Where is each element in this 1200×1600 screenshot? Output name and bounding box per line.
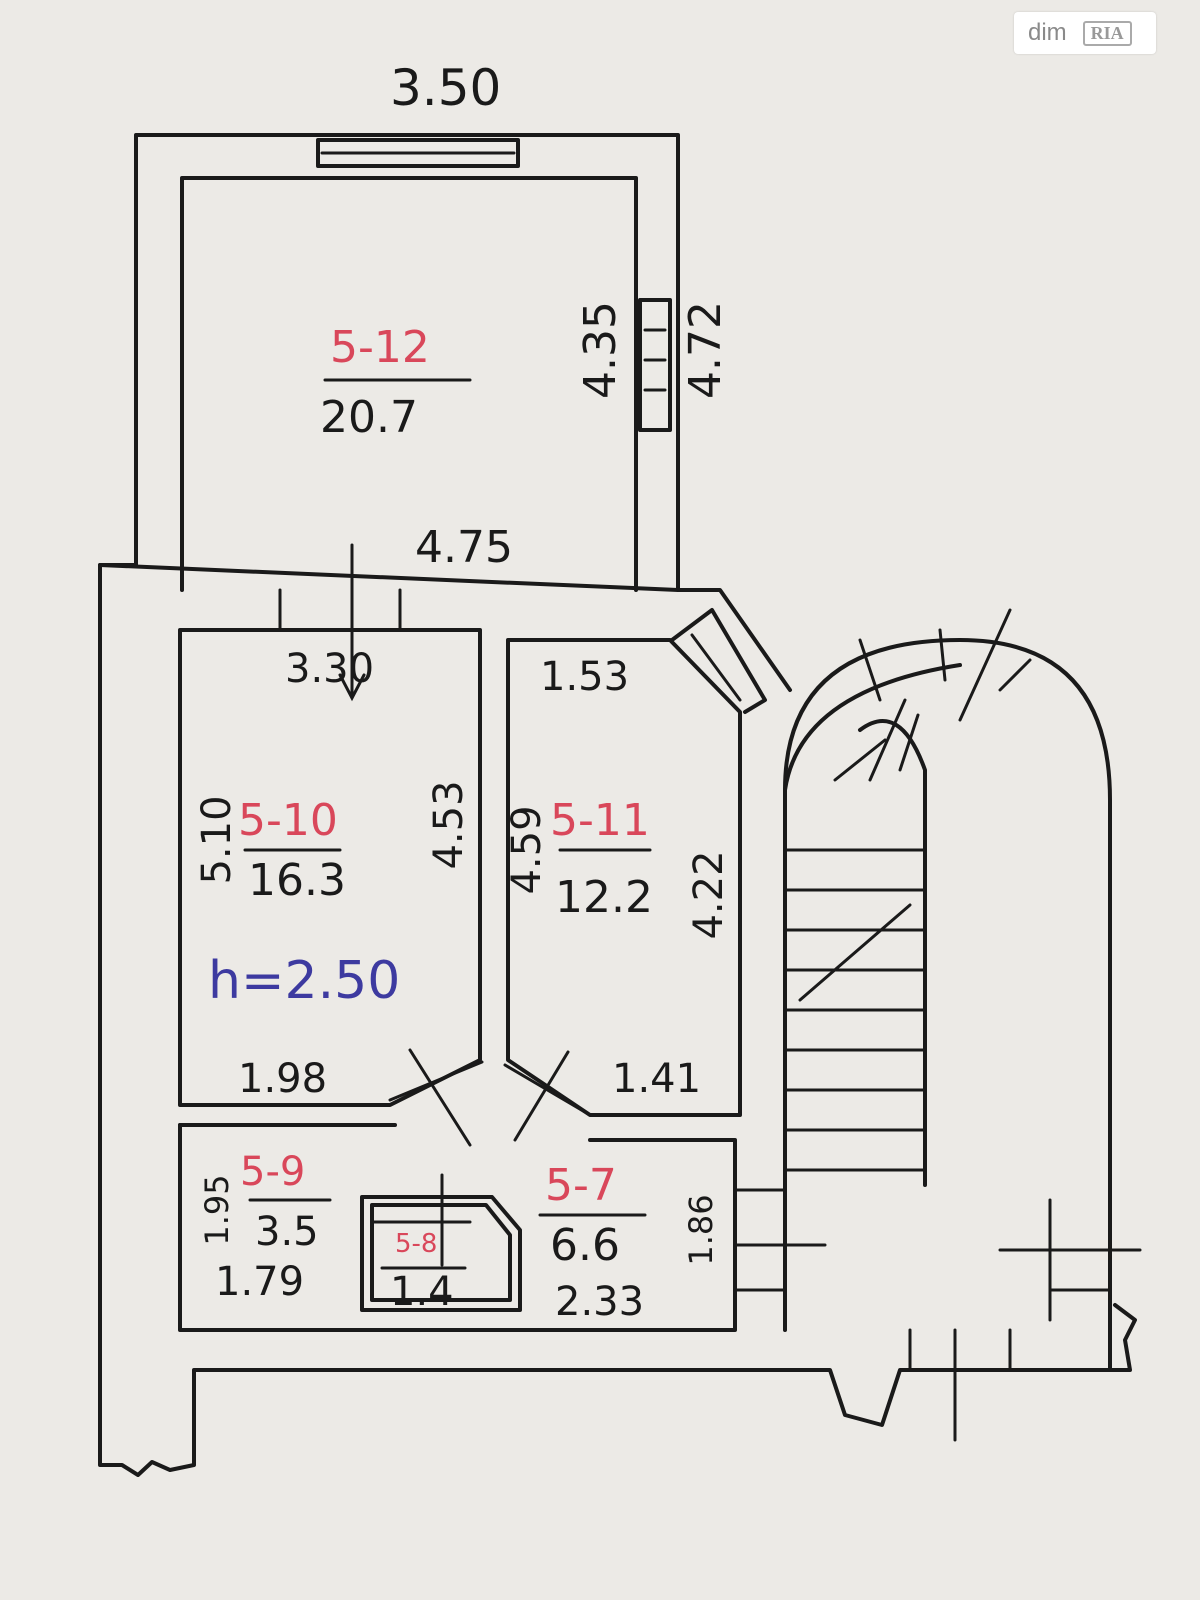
dim-top-width: 3.50: [390, 59, 501, 117]
staircase: [733, 608, 1142, 1442]
room-id-5-7: 5-7: [545, 1160, 617, 1211]
room-area-5-10: 16.3: [248, 855, 346, 906]
entrance-arrow: [338, 543, 366, 702]
dim-room10-bottom: 1.98: [238, 1056, 327, 1102]
inner-walls: [178, 588, 767, 1332]
dimension-labels: 3.50 4.75 4.35 4.72 3.30 1.53 5.10 4.53 …: [194, 59, 732, 1325]
room-area-5-9: 3.5: [255, 1209, 319, 1255]
dim-room11-top: 1.53: [540, 654, 629, 700]
dim-room11-bottom: 1.41: [612, 1056, 701, 1102]
dim-room11-left: 4.59: [504, 805, 550, 894]
room-id-5-12: 5-12: [330, 322, 430, 373]
dim-room11-right: 4.22: [686, 850, 732, 939]
dim-outer-right: 4.72: [680, 301, 731, 399]
room-area-5-7: 6.6: [550, 1220, 620, 1271]
dim-room7-right: 1.86: [682, 1194, 720, 1265]
watermark-dim: dim: [1028, 19, 1067, 46]
outer-walls: [98, 563, 1137, 1477]
room-5-12-walls: [134, 133, 680, 592]
watermark-badge: dim RIA: [1014, 12, 1156, 54]
room-labels: 5-12 20.7 5-10 16.3 5-11 12.2 5-9 3.5 5-…: [208, 322, 653, 1315]
ceiling-height: h=2.50: [208, 951, 400, 1011]
dim-room12-bottom: 4.75: [415, 522, 513, 573]
watermark-ria: RIA: [1082, 20, 1132, 46]
dim-room9-bottom: 1.79: [215, 1259, 304, 1305]
dim-room7-bottom: 2.33: [555, 1279, 644, 1325]
dim-room12-right: 4.35: [575, 301, 626, 399]
room-area-5-12: 20.7: [320, 392, 418, 443]
dim-room9-left: 1.95: [198, 1174, 236, 1245]
right-window: [638, 298, 672, 432]
room-id-5-9: 5-9: [240, 1149, 305, 1195]
room-area-5-8: 1.4: [390, 1269, 454, 1315]
dim-room10-left: 5.10: [194, 795, 240, 884]
dim-room10-top: 3.30: [285, 646, 374, 692]
room-id-5-8: 5-8: [395, 1229, 437, 1259]
room-id-5-11: 5-11: [550, 795, 650, 846]
room-area-5-11: 12.2: [555, 872, 653, 923]
top-window: [316, 138, 520, 168]
room-id-5-10: 5-10: [238, 795, 338, 846]
dim-room10-right: 4.53: [426, 780, 472, 869]
